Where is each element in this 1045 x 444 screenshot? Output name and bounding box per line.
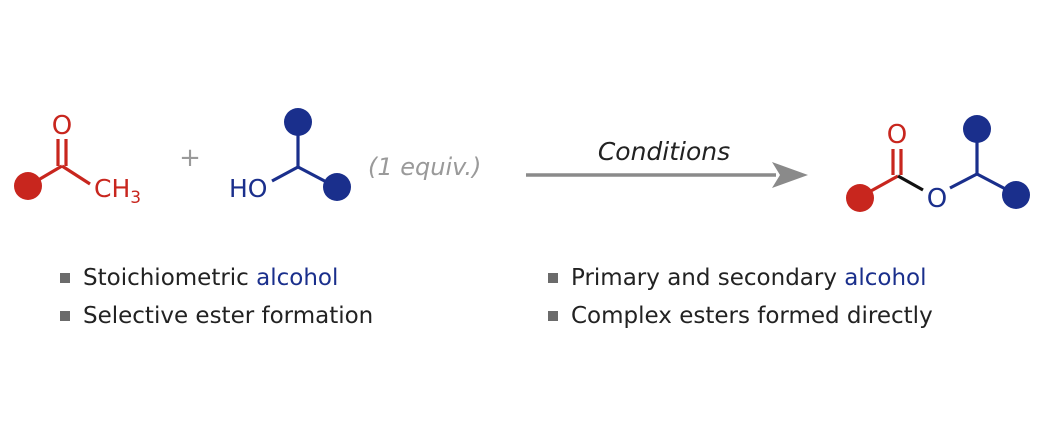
arrow-conditions-label: Conditions bbox=[598, 137, 730, 166]
product-r-group-dot bbox=[846, 184, 874, 212]
acyl-r-group-dot bbox=[14, 172, 42, 200]
bullet-square-icon bbox=[60, 273, 70, 283]
alcohol-hydroxyl-label: HO bbox=[229, 174, 267, 203]
bullet-text: Stoichiometric bbox=[83, 265, 257, 291]
product-bond-o-c bbox=[949, 172, 978, 190]
product-carbonyl-oxygen: O bbox=[887, 120, 907, 150]
bullet-list-right: Primary and secondary alcohol Complex es… bbox=[548, 259, 933, 335]
acyl-carbonyl-oxygen: O bbox=[52, 111, 72, 141]
product-ester: O O bbox=[846, 115, 1030, 214]
product-r2-dot bbox=[1002, 181, 1030, 209]
bullet-text: Primary and secondary bbox=[571, 265, 845, 291]
alcohol-r2-dot bbox=[323, 173, 351, 201]
reactant-alcohol: HO bbox=[229, 108, 351, 203]
bullet-square-icon bbox=[60, 311, 70, 321]
plus-sign: + bbox=[179, 143, 201, 173]
bullet-item: Primary and secondary alcohol bbox=[548, 259, 933, 297]
acyl-bond-right bbox=[61, 164, 91, 186]
bullet-highlight: alcohol bbox=[256, 265, 339, 291]
acyl-methyl-label: CH3 bbox=[94, 174, 141, 208]
reactant-acyl: O CH3 bbox=[14, 111, 141, 208]
bullet-square-icon bbox=[548, 311, 558, 321]
bullet-item: Selective ester formation bbox=[60, 297, 373, 335]
bullet-text: Complex esters formed directly bbox=[571, 303, 933, 329]
arrow-head bbox=[772, 162, 808, 188]
bullet-highlight: alcohol bbox=[844, 265, 927, 291]
bullet-item: Complex esters formed directly bbox=[548, 297, 933, 335]
product-r1-dot bbox=[963, 115, 991, 143]
bullet-item: Stoichiometric alcohol bbox=[60, 259, 373, 297]
bullet-text: Selective ester formation bbox=[83, 303, 374, 329]
alcohol-r1-dot bbox=[284, 108, 312, 136]
product-bond-c-o bbox=[897, 174, 924, 192]
bullet-list-left: Stoichiometric alcohol Selective ester f… bbox=[60, 259, 373, 335]
product-ester-oxygen: O bbox=[927, 184, 947, 214]
equiv-note: (1 equiv.) bbox=[368, 153, 481, 181]
alcohol-bond-o bbox=[271, 165, 299, 183]
reaction-arrow: Conditions bbox=[526, 137, 808, 188]
bullet-square-icon bbox=[548, 273, 558, 283]
